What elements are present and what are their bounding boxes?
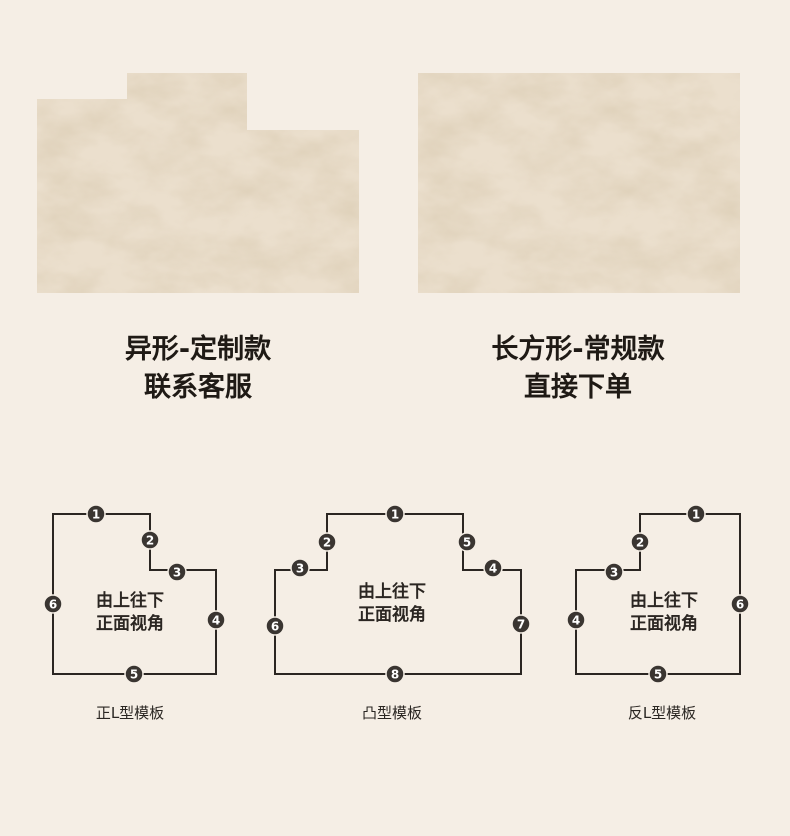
diagram-reverse-l-shape: 1 2 3 4 5 6 由上往下 正面视角 — [562, 498, 762, 698]
rectangle-subtitle: 直接下单 — [524, 372, 632, 403]
corner-marker-label: 1 — [391, 508, 399, 522]
diagram-3-instruction-1: 由上往下 — [630, 590, 698, 611]
corner-marker-label: 6 — [271, 620, 279, 634]
corner-marker-label: 3 — [610, 566, 618, 580]
corner-marker-4: 4 — [483, 558, 503, 578]
corner-marker-6: 6 — [265, 616, 285, 636]
corner-marker-4: 4 — [566, 610, 586, 630]
diagram-3-instruction-2: 正面视角 — [630, 613, 698, 634]
diagram-3-markers: 1 2 3 4 5 6 — [566, 504, 750, 684]
corner-marker-5: 5 — [457, 532, 477, 552]
corner-marker-label: 5 — [130, 668, 138, 682]
corner-marker-1: 1 — [385, 504, 405, 524]
diagram-convex-shape: 1 2 3 4 5 6 7 8 由上往下 正面视角 — [265, 498, 535, 698]
corner-marker-label: 6 — [736, 598, 744, 612]
rectangle-title: 长方形-常规款 — [491, 334, 665, 365]
corner-marker-5: 5 — [124, 664, 144, 684]
diagram-1-markers: 1 2 3 4 5 6 — [43, 504, 226, 684]
corner-marker-4: 4 — [206, 610, 226, 630]
corner-marker-label: 3 — [296, 562, 304, 576]
corner-marker-label: 7 — [517, 618, 525, 632]
corner-marker-2: 2 — [317, 532, 337, 552]
corner-marker-5: 5 — [648, 664, 668, 684]
irregular-caption: 异形-定制款 联系客服 — [78, 331, 318, 407]
diagram-2-markers: 1 2 3 4 5 6 7 8 — [265, 504, 531, 684]
corner-marker-label: 6 — [49, 598, 57, 612]
corner-marker-label: 5 — [463, 536, 471, 550]
diagram-1-instruction-1: 由上往下 — [96, 590, 164, 611]
corner-marker-label: 2 — [323, 536, 331, 550]
corner-marker-2: 2 — [140, 530, 160, 550]
corner-marker-1: 1 — [86, 504, 106, 524]
corner-marker-label: 1 — [692, 508, 700, 522]
diagram-l-shape: 1 2 3 4 5 6 由上往下 正面视角 — [40, 498, 240, 698]
diagram-2-name: 凸型模板 — [361, 704, 422, 722]
corner-marker-6: 6 — [43, 594, 63, 614]
corner-marker-3: 3 — [604, 562, 624, 582]
corner-marker-2: 2 — [630, 532, 650, 552]
corner-marker-3: 3 — [167, 562, 187, 582]
corner-marker-7: 7 — [511, 614, 531, 634]
irregular-subtitle: 联系客服 — [144, 372, 252, 403]
corner-marker-label: 4 — [489, 562, 497, 576]
diagram-1-name: 正L型模板 — [95, 704, 165, 722]
diagram-3-name: 反L型模板 — [627, 704, 697, 722]
irregular-title: 异形-定制款 — [124, 334, 272, 365]
corner-marker-label: 2 — [636, 536, 644, 550]
corner-marker-8: 8 — [385, 664, 405, 684]
corner-marker-3: 3 — [290, 558, 310, 578]
corner-marker-label: 8 — [391, 668, 399, 682]
diagram-2-instruction-2: 正面视角 — [358, 604, 426, 625]
diagram-2-instruction-1: 由上往下 — [358, 581, 426, 602]
corner-marker-label: 4 — [572, 614, 580, 628]
diagram-1-instruction-2: 正面视角 — [96, 613, 164, 634]
corner-marker-label: 1 — [92, 508, 100, 522]
corner-marker-label: 5 — [654, 668, 662, 682]
corner-marker-6: 6 — [730, 594, 750, 614]
irregular-rug-image — [37, 73, 359, 293]
corner-marker-label: 3 — [173, 566, 181, 580]
corner-marker-label: 2 — [146, 534, 154, 548]
rectangle-rug-image — [418, 73, 740, 293]
corner-marker-1: 1 — [686, 504, 706, 524]
rectangle-caption: 长方形-常规款 直接下单 — [458, 331, 698, 407]
corner-marker-label: 4 — [212, 614, 220, 628]
